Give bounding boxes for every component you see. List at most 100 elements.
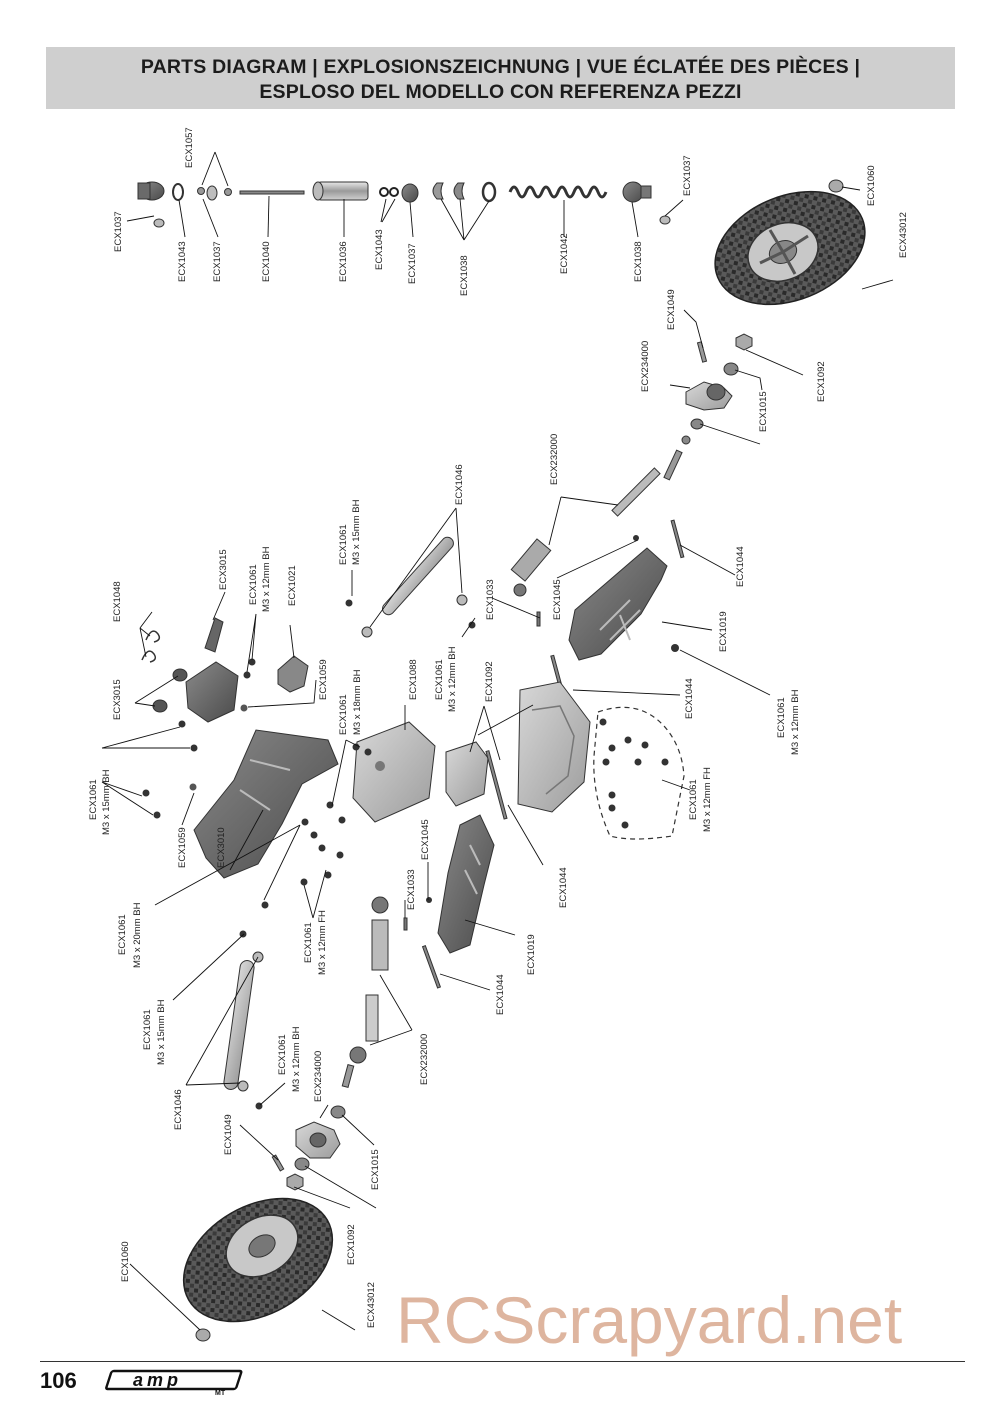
screws-left-bh bbox=[142, 720, 198, 819]
bearing-bot-a bbox=[330, 1105, 346, 1119]
wheel-top-right bbox=[714, 190, 866, 306]
screws-20mm bbox=[261, 818, 344, 909]
hex-nut-bot bbox=[286, 1173, 304, 1191]
label-ecx234000: ECX234000 bbox=[313, 1051, 324, 1102]
hub-carrier-bottom bbox=[295, 1121, 341, 1159]
screw-1061-t bbox=[345, 599, 353, 607]
servo-saver-1021 bbox=[277, 655, 309, 693]
suspension-arm-top bbox=[568, 547, 668, 661]
label-ecx1044: ECX1044 bbox=[495, 974, 506, 1015]
part-labels: ECX1037 ECX1043 ECX1037 ECX1057 ECX1040 … bbox=[88, 127, 909, 1328]
label-ecx1021: ECX1021 bbox=[287, 565, 298, 606]
screws-bulkhead bbox=[326, 743, 372, 824]
logo-wordmark: amp bbox=[133, 1370, 182, 1390]
wheel-nut-bottom bbox=[195, 1328, 211, 1342]
hinge-pin-top bbox=[696, 341, 708, 363]
label-ecx1092: ECX1092 bbox=[346, 1224, 357, 1265]
label-ecx232000: ECX232000 bbox=[549, 434, 560, 485]
header-title-line2: ESPLOSO DEL MODELLO CON REFERENZA PEZZI bbox=[259, 81, 742, 103]
rod-end-top-a bbox=[456, 594, 468, 606]
page-header: PARTS DIAGRAM | EXPLOSIONSZEICHNUNG | VU… bbox=[46, 47, 955, 109]
label-ecx43012: ECX43012 bbox=[366, 1282, 377, 1328]
hex-nut-top bbox=[735, 333, 753, 351]
body-post bbox=[204, 617, 224, 653]
driveshaft-top bbox=[611, 435, 691, 517]
label-ecx1061: ECX1061 bbox=[277, 1034, 288, 1075]
label-ecx3015: ECX3015 bbox=[112, 679, 123, 720]
shock-shaft bbox=[239, 190, 305, 195]
logo-sub: MT bbox=[215, 1390, 226, 1397]
turnbuckle-top bbox=[382, 536, 454, 616]
label-ecx1042: ECX1042 bbox=[559, 233, 570, 274]
label-ecx1038: ECX1038 bbox=[633, 241, 644, 282]
small-pin-bot bbox=[403, 917, 408, 931]
label-m3x18bh: M3 x 18mm BH bbox=[352, 669, 363, 735]
spacer-3015-b bbox=[152, 699, 168, 713]
turnbuckle-bottom bbox=[223, 960, 255, 1090]
bumper-mount bbox=[445, 741, 489, 807]
clip-a bbox=[197, 187, 205, 195]
bearing-top-a bbox=[723, 362, 739, 376]
label-ecx1061: ECX1061 bbox=[338, 694, 349, 735]
label-ecx1059: ECX1059 bbox=[318, 659, 329, 700]
label-ecx3010: ECX3010 bbox=[216, 827, 227, 868]
header-title-line1: PARTS DIAGRAM | EXPLOSIONSZEICHNUNG | VU… bbox=[140, 56, 861, 78]
pin-clip-top bbox=[633, 535, 639, 541]
driveshaft-cup-top bbox=[510, 538, 552, 597]
spacer-3015-a bbox=[172, 668, 188, 682]
label-ecx232000: ECX232000 bbox=[419, 1034, 430, 1085]
label-ecx1048: ECX1048 bbox=[112, 581, 123, 622]
small-nut bbox=[153, 218, 165, 228]
screw-1061-d bbox=[468, 621, 476, 629]
rod-end-nut bbox=[659, 215, 671, 225]
label-ecx1045: ECX1045 bbox=[552, 579, 563, 620]
screws-1061-b bbox=[243, 658, 256, 679]
shock-cap-end bbox=[137, 181, 165, 201]
label-ecx1061: ECX1061 bbox=[688, 779, 699, 820]
label-m3x12bh: M3 x 12mm BH bbox=[790, 689, 801, 755]
watermark: RCScrapyard.net bbox=[396, 1283, 903, 1357]
label-ecx1060: ECX1060 bbox=[866, 165, 877, 206]
spacer-ring bbox=[481, 181, 497, 203]
suspension-arm-bottom bbox=[437, 814, 495, 954]
hinge-pin-mid bbox=[485, 750, 508, 820]
amp-mt-logo: amp MT bbox=[105, 1369, 243, 1397]
page-number: 106 bbox=[40, 1368, 77, 1393]
hub-carrier-top bbox=[685, 381, 733, 411]
label-ecx234000: ECX234000 bbox=[640, 341, 651, 392]
label-ecx1043: ECX1043 bbox=[374, 229, 385, 270]
label-ecx1045: ECX1045 bbox=[420, 819, 431, 860]
label-ecx1049: ECX1049 bbox=[223, 1114, 234, 1155]
shock-assembly bbox=[137, 181, 671, 228]
body-clips bbox=[141, 630, 161, 663]
label-ecx1038: ECX1038 bbox=[459, 255, 470, 296]
label-ecx1043: ECX1043 bbox=[177, 241, 188, 282]
driveshaft-bottom bbox=[341, 896, 389, 1089]
label-ecx1044: ECX1044 bbox=[558, 867, 569, 908]
leader-lines bbox=[101, 151, 894, 1331]
rod-end-top-b bbox=[361, 626, 373, 638]
label-m3x12fh: M3 x 12mm FH bbox=[317, 910, 328, 975]
piston-washer bbox=[206, 185, 218, 201]
wheel-nut-top bbox=[828, 179, 844, 193]
pin-clip-bot bbox=[426, 897, 432, 903]
label-ecx1057: ECX1057 bbox=[184, 127, 195, 168]
label-ecx1061: ECX1061 bbox=[303, 922, 314, 963]
label-ecx1088: ECX1088 bbox=[408, 659, 419, 700]
label-ecx1037: ECX1037 bbox=[113, 211, 124, 252]
label-ecx1037: ECX1037 bbox=[682, 155, 693, 196]
hinge-pin-bot-2 bbox=[271, 1154, 285, 1172]
label-ecx1061: ECX1061 bbox=[142, 1009, 153, 1050]
label-ecx1046: ECX1046 bbox=[454, 464, 465, 505]
label-ecx1037: ECX1037 bbox=[407, 243, 418, 284]
o-ring bbox=[172, 183, 184, 201]
label-m3x12bh: M3 x 12mm BH bbox=[291, 1026, 302, 1092]
label-ecx1046: ECX1046 bbox=[173, 1089, 184, 1130]
label-ecx1044: ECX1044 bbox=[735, 546, 746, 587]
shock-collar bbox=[401, 183, 419, 203]
screw-group-outline bbox=[593, 706, 685, 840]
label-m3x15bh: M3 x 15mm BH bbox=[156, 999, 167, 1065]
label-m3x12bh: M3 x 12mm BH bbox=[261, 546, 272, 612]
label-m3x12bh: M3 x 12mm BH bbox=[447, 646, 458, 712]
clip-b bbox=[224, 188, 232, 196]
